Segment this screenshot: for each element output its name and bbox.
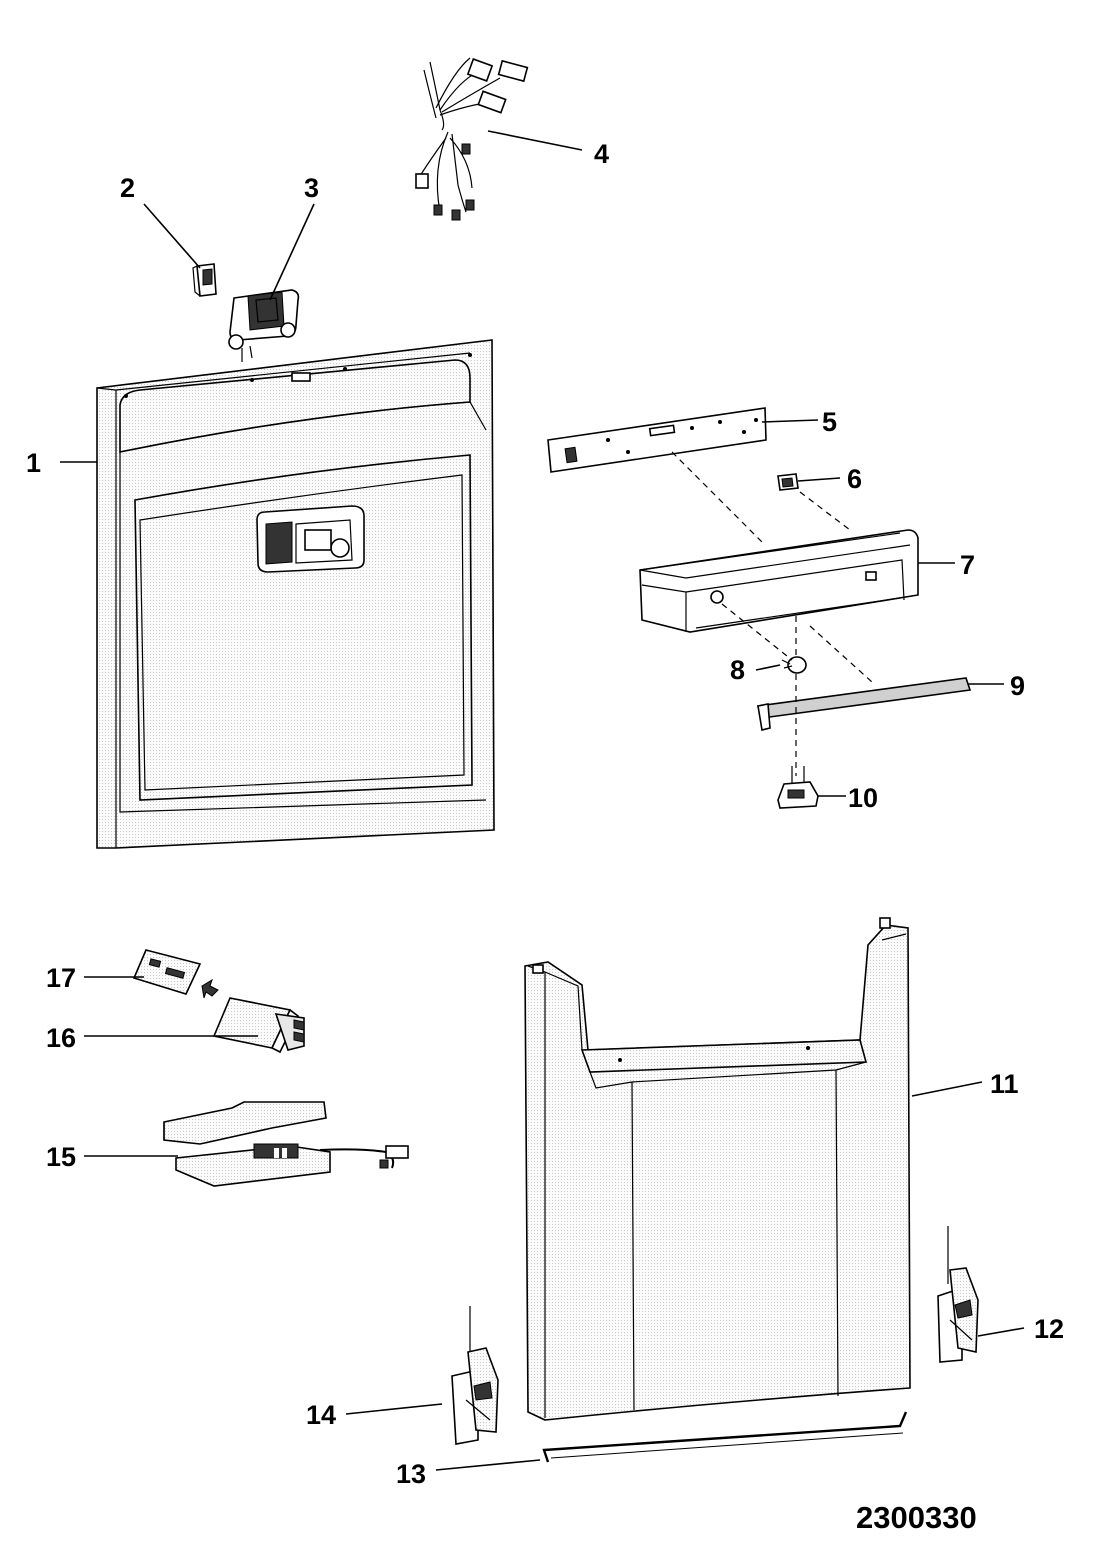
callout-8: 8 [730, 655, 745, 685]
callout-6: 6 [847, 464, 862, 494]
wiring-harness[interactable] [415, 57, 529, 221]
trim-strip[interactable] [756, 677, 972, 731]
diagram-code: 2300330 [856, 1500, 977, 1535]
callout-4: 4 [594, 139, 609, 169]
callout-1: 1 [26, 448, 41, 478]
callout-10: 10 [848, 783, 878, 813]
right-hinge[interactable] [937, 1226, 979, 1363]
label-plate[interactable] [132, 949, 219, 999]
callout-13: 13 [396, 1459, 426, 1489]
clip[interactable] [777, 473, 799, 491]
callout-2: 2 [120, 173, 135, 203]
leader-lines [60, 130, 1025, 1471]
left-hinge[interactable] [451, 1306, 499, 1445]
small-bracket[interactable] [192, 263, 217, 297]
outer-door-panel[interactable] [524, 917, 911, 1421]
door-latch[interactable] [228, 289, 300, 362]
callout-5: 5 [822, 407, 837, 437]
callout-17: 17 [46, 963, 76, 993]
electronic-module[interactable] [163, 1101, 409, 1187]
callout-7: 7 [960, 550, 975, 580]
assembly-lines [671, 451, 873, 776]
handle[interactable] [777, 766, 819, 809]
dispenser-box[interactable] [212, 997, 305, 1054]
callout-15: 15 [46, 1142, 76, 1172]
callouts: 1 2 3 4 5 6 7 8 9 10 11 12 13 14 15 16 1… [26, 139, 1064, 1489]
button[interactable] [781, 656, 807, 674]
inner-door-panel[interactable] [96, 339, 495, 849]
bottom-rod[interactable] [542, 1411, 908, 1463]
callout-11: 11 [990, 1069, 1019, 1099]
control-panel-housing[interactable] [639, 529, 919, 633]
callout-16: 16 [46, 1023, 76, 1053]
control-board[interactable] [547, 407, 767, 473]
callout-12: 12 [1034, 1314, 1064, 1344]
callout-9: 9 [1010, 671, 1025, 701]
callout-3: 3 [304, 173, 319, 203]
callout-14: 14 [306, 1400, 336, 1430]
